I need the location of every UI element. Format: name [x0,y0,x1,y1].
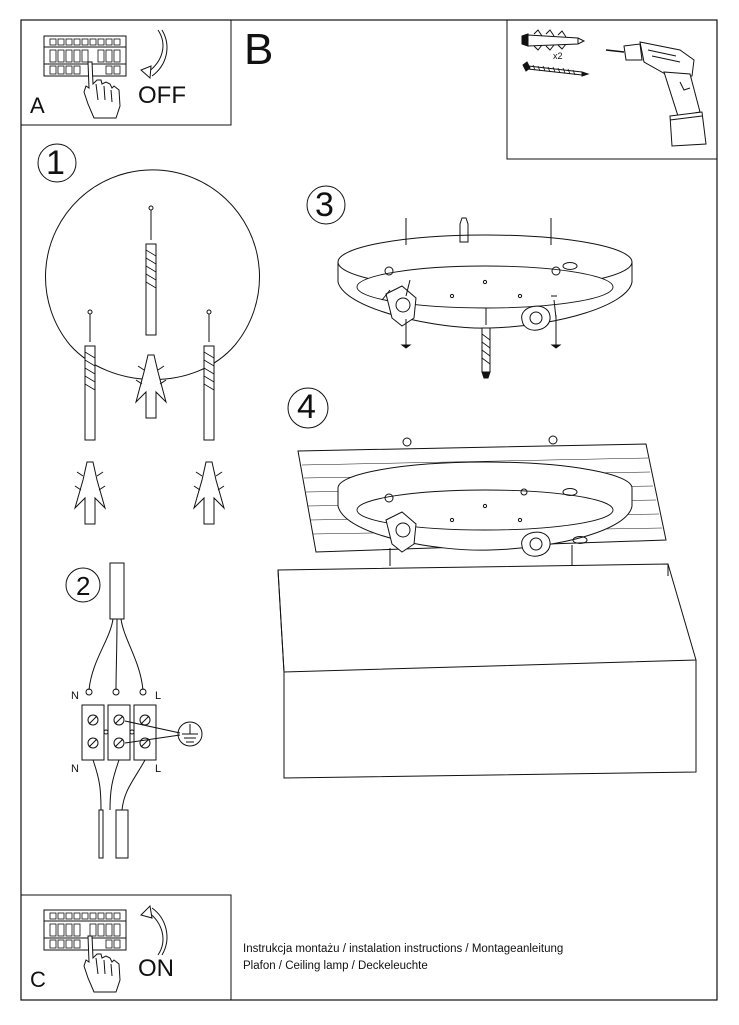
panel-a-frame [20,19,232,126]
lamp-socket-left [381,279,417,327]
step-2-badge [65,567,101,603]
wiring-diagram [81,562,203,859]
breaker-panel-on [43,904,168,993]
live-label-bottom: L [155,763,162,775]
arrow-down-icon [147,29,164,73]
step-2-number: 2 [76,571,91,601]
step-1-badge [37,143,77,183]
step-4-number: 4 [297,388,316,426]
panel-c-letter: C [30,967,46,992]
panel-c-frame [20,894,232,1001]
neutral-label-bottom: N [71,763,79,775]
mounted-socket-left [385,511,417,553]
neutral-label-top: N [71,690,79,702]
off-label: OFF [138,82,186,109]
drill-hole-detail [45,169,260,525]
step-3-number: 3 [315,186,334,224]
mounted-socket-right [521,531,551,557]
step-3-badge [306,185,346,225]
hardware-set [521,29,707,147]
wall-plug-icon [521,29,586,51]
ground-icon [177,721,203,747]
live-label-top: L [155,690,162,702]
panel-b-frame [506,19,718,160]
page-frame [20,19,718,1001]
ceiling-assembly [277,435,697,779]
caption-line-1: Instrukcja montażu / instalation instruc… [243,943,564,955]
quantity-label: x2 [553,51,563,61]
hand-icon-a [83,61,121,119]
ceiling-lamp-shade [277,563,697,779]
on-label: ON [138,955,174,982]
caption-line-2: Plafon / Ceiling lamp / Deckeleuchte [243,960,428,972]
step-4-badge [287,387,329,429]
step-1-number: 1 [46,144,65,182]
breaker-panel-off [43,29,168,119]
hand-icon-c [83,935,121,993]
screw-icon [522,61,590,77]
panel-a-letter: A [30,93,45,118]
panel-b-letter: B [244,25,274,74]
mounting-plate [337,217,633,379]
drill-icon [605,41,707,147]
arrow-up-icon [147,911,164,956]
